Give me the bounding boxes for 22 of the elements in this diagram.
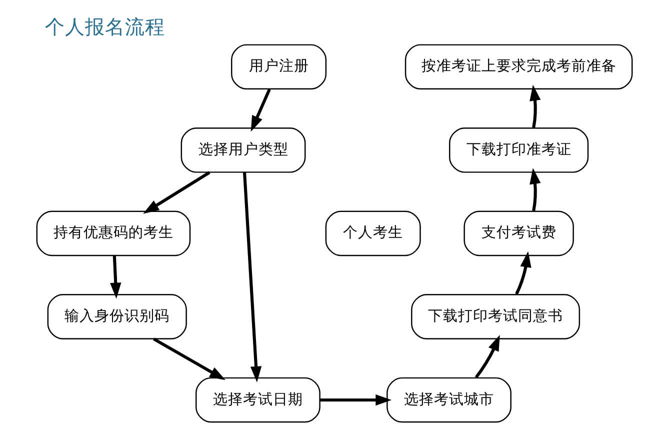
arrow — [250, 88, 270, 132]
node-box: 输入身份识别码 — [46, 294, 186, 340]
node-box: 支付考试费 — [463, 210, 574, 256]
arrow — [529, 168, 540, 212]
diagram-title: 个人报名流程 — [44, 16, 164, 39]
arrow — [152, 338, 226, 380]
arrow — [474, 334, 500, 378]
node-box: 下载打印准考证 — [448, 127, 588, 173]
arrow — [529, 84, 540, 128]
node-box: 选择考试日期 — [195, 377, 320, 423]
node-box: 下载打印考试同意书 — [410, 294, 580, 340]
node-box: 持有优惠码的考生 — [36, 210, 190, 256]
arrow — [319, 394, 392, 406]
node-box: 个人考生 — [324, 210, 420, 256]
arrow — [514, 251, 531, 295]
node-box: 选择用户类型 — [180, 127, 306, 173]
node-box: 按准考证上要求完成考前准备 — [404, 44, 632, 90]
arrow — [242, 172, 262, 382]
arrow — [110, 256, 121, 299]
node-box: 选择考试城市 — [386, 377, 511, 423]
arrow — [142, 171, 210, 214]
node-box: 用户注册 — [230, 44, 326, 90]
